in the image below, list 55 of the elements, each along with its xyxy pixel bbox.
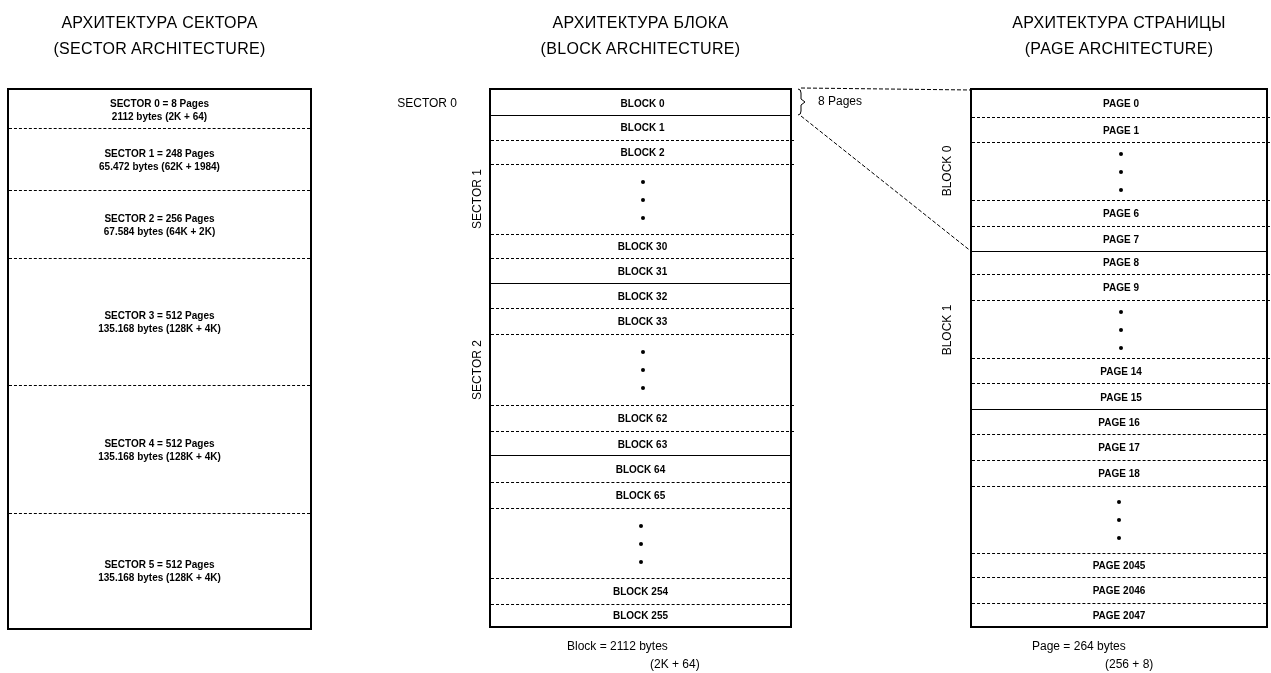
row-label: PAGE 14 <box>1100 364 1142 378</box>
column-heading: АРХИТЕКТУРА СТРАНИЦЫ <box>1012 14 1226 32</box>
row-label: SECTOR 5 = 512 Pages <box>104 558 215 571</box>
row-label: SECTOR 0 = 8 Pages <box>110 97 209 110</box>
column-heading: (SECTOR ARCHITECTURE) <box>53 40 266 58</box>
row-label: PAGE 0 <box>1103 97 1139 110</box>
vertical-group-label: BLOCK 0 <box>940 145 954 196</box>
caption-text: Block = 2112 bytes <box>567 639 668 653</box>
row-label: SECTOR 1 = 248 Pages <box>104 146 215 160</box>
column-heading: (PAGE ARCHITECTURE) <box>1024 40 1214 58</box>
row-label: PAGE 7 <box>1103 233 1139 246</box>
row-label: PAGE 6 <box>1103 207 1139 220</box>
row-label: BLOCK 254 <box>613 585 668 598</box>
row-label: BLOCK 65 <box>615 489 666 502</box>
vertical-group-label: SECTOR 1 <box>470 168 484 229</box>
row-label: BLOCK 31 <box>617 265 668 278</box>
vertical-group-label: BLOCK 1 <box>940 304 954 355</box>
row-detail: 135.168 bytes (128K + 4K) <box>98 322 221 335</box>
row-label: PAGE 18 <box>1098 467 1140 480</box>
row-label: BLOCK 2 <box>620 146 665 159</box>
caption-text: (2K + 64) <box>650 657 700 671</box>
row-detail: 135.168 bytes (128K + 4K) <box>98 449 221 463</box>
row-label: BLOCK 0 <box>620 96 665 110</box>
row-label: PAGE 17 <box>1098 441 1140 454</box>
row-label: PAGE 15 <box>1100 390 1142 404</box>
row-detail: 65.472 bytes (62K + 1984) <box>99 159 220 173</box>
row-label: SECTOR 4 = 512 Pages <box>104 436 215 450</box>
row-label: BLOCK 30 <box>617 240 668 253</box>
row-label: BLOCK 62 <box>617 412 668 425</box>
row-label: BLOCK 64 <box>615 462 666 476</box>
row-detail: 67.584 bytes (64K + 2K) <box>103 224 216 238</box>
row-label: BLOCK 32 <box>617 289 668 303</box>
row-label: BLOCK 1 <box>620 120 665 134</box>
column-heading: АРХИТЕКТУРА СЕКТОРА <box>61 14 258 32</box>
row-label: BLOCK 255 <box>613 609 668 622</box>
row-label: PAGE 2045 <box>1092 559 1146 572</box>
row-label: SECTOR 2 = 256 Pages <box>104 211 215 225</box>
caption-text: (256 + 8) <box>1105 657 1154 671</box>
row-label: PAGE 1 <box>1103 123 1139 137</box>
row-label: PAGE 2047 <box>1092 608 1146 622</box>
brace-label: 8 Pages <box>818 94 863 108</box>
row-label: BLOCK 33 <box>617 315 668 328</box>
vertical-group-label: SECTOR 2 <box>470 339 484 400</box>
row-label: BLOCK 63 <box>617 437 668 451</box>
row-label: PAGE 9 <box>1103 281 1139 294</box>
column-heading: АРХИТЕКТУРА БЛОКА <box>552 14 729 32</box>
group-label: SECTOR 0 <box>397 95 457 110</box>
row-detail: 2112 bytes (2K + 64) <box>111 110 208 123</box>
column-heading: (BLOCK ARCHITECTURE) <box>540 40 741 58</box>
row-detail: 135.168 bytes (128K + 4K) <box>98 571 221 584</box>
caption-text: Page = 264 bytes <box>1032 639 1126 653</box>
row-label: PAGE 2046 <box>1092 584 1146 597</box>
row-label: PAGE 8 <box>1103 255 1139 269</box>
row-label: SECTOR 3 = 512 Pages <box>104 309 215 322</box>
row-label: PAGE 16 <box>1098 415 1140 429</box>
